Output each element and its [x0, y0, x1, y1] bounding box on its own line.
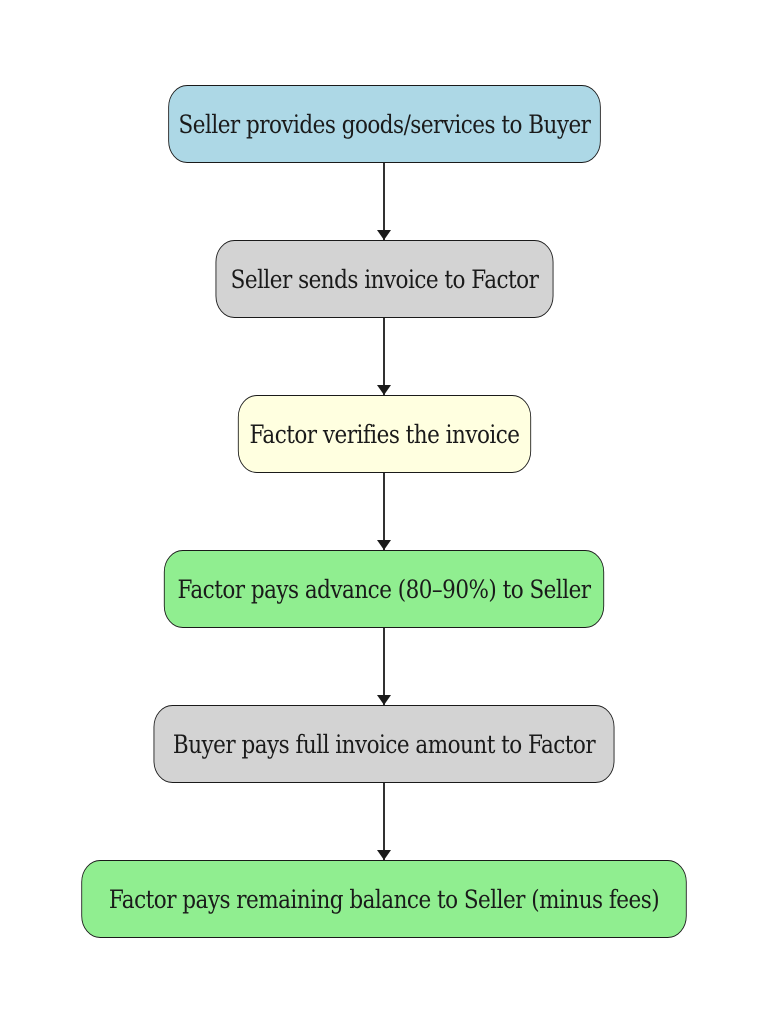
step-seller-provides-goods: Seller provides goods/services to Buyer [168, 85, 601, 163]
step-label: Factor pays advance (80–90%) to Seller [177, 574, 591, 604]
step-label: Factor pays remaining balance to Seller … [108, 884, 660, 914]
step-buyer-pays-factor: Buyer pays full invoice amount to Factor [153, 705, 615, 783]
step-label: Seller sends invoice to Factor [230, 264, 539, 294]
step-factor-pays-balance: Factor pays remaining balance to Seller … [81, 860, 687, 938]
step-seller-sends-invoice: Seller sends invoice to Factor [215, 240, 554, 318]
step-label: Factor verifies the invoice [249, 419, 520, 449]
step-factor-pays-advance: Factor pays advance (80–90%) to Seller [163, 550, 605, 628]
step-factor-verifies-invoice: Factor verifies the invoice [237, 395, 532, 473]
step-label: Buyer pays full invoice amount to Factor [172, 729, 596, 759]
step-label: Seller provides goods/services to Buyer [178, 109, 591, 139]
